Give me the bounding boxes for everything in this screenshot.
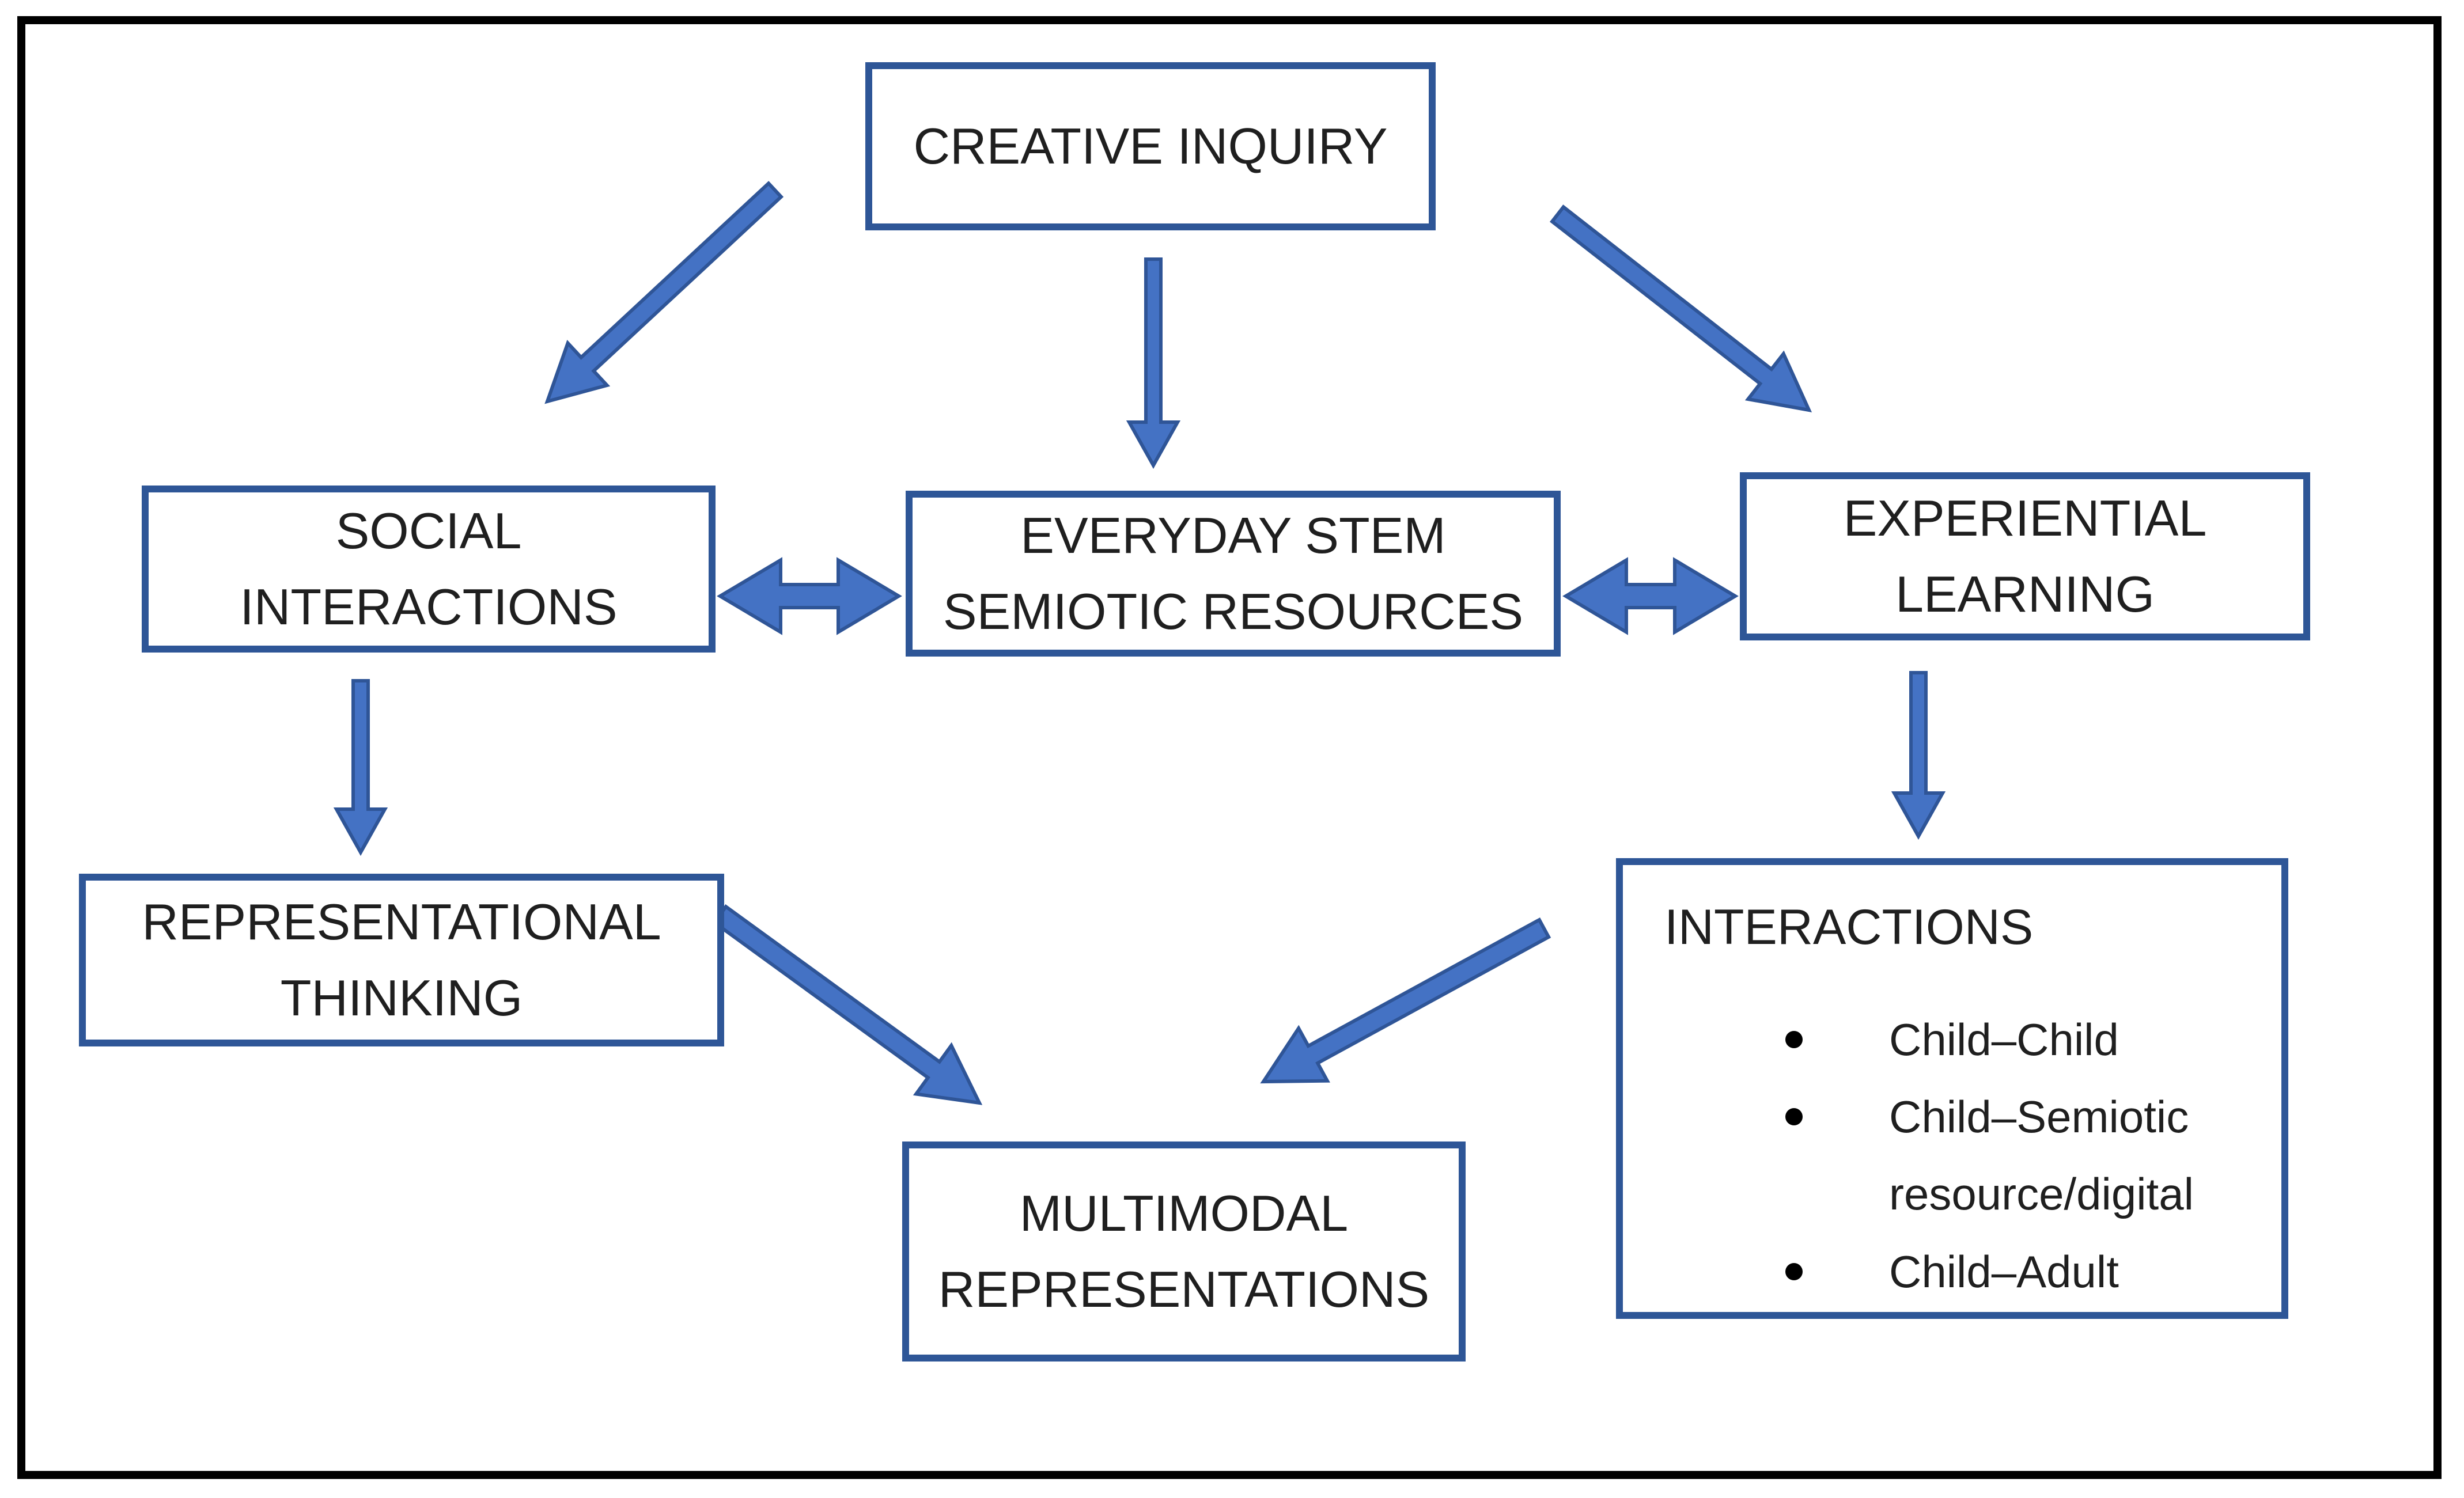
figure-frame: [17, 16, 2442, 1479]
box-multimodal-representations: MULTIMODAL REPRESENTATIONS: [902, 1141, 1466, 1362]
arrow-representational-to-multimodal: [711, 904, 983, 1105]
bullet-icon: [1785, 1108, 1803, 1126]
box-label: SOCIAL INTERACTIONS: [240, 502, 618, 635]
arrow-creative-to-everyday: [1126, 257, 1181, 469]
bullet-icon: [1785, 1262, 1803, 1280]
bullet-icon: [1785, 1031, 1803, 1049]
arrow-interactions-to-multimodal: [1260, 917, 1551, 1084]
box-interactions: INTERACTIONS Child–Child Child–Semiotic …: [1616, 858, 2288, 1319]
box-experiential-learning: EXPERIENTIAL LEARNING: [1740, 472, 2310, 640]
arrow-social-everyday: [717, 557, 902, 635]
box-title: INTERACTIONS: [1664, 900, 2034, 955]
box-label: MULTIMODAL REPRESENTATIONS: [938, 1185, 1430, 1318]
box-creative-inquiry: CREATIVE INQUIRY: [865, 62, 1436, 230]
list-item: Child–Child: [1785, 1001, 2119, 1078]
box-representational-thinking: REPRESENTATIONAL THINKING: [79, 874, 724, 1046]
arrow-creative-to-social: [544, 181, 784, 404]
box-label: EXPERIENTIAL LEARNING: [1843, 490, 2207, 623]
box-social-interactions: SOCIAL INTERACTIONS: [142, 486, 716, 653]
bullet-label: Child–Semiotic resource/digital: [1889, 1091, 2194, 1220]
list-item: Child–Adult: [1785, 1233, 2119, 1310]
arrow-everyday-experiential: [1562, 557, 1739, 635]
arrow-social-to-representational: [333, 679, 388, 856]
box-label: CREATIVE INQUIRY: [913, 117, 1388, 175]
box-everyday-stem-semiotic-resources: EVERYDAY STEM SEMIOTIC RESOURCES: [906, 491, 1561, 657]
arrow-creative-to-experiential: [1549, 204, 1812, 412]
bullet-label: Child–Adult: [1889, 1246, 2119, 1297]
bullet-label: Child–Child: [1889, 1014, 2119, 1065]
list-item: Child–Semiotic resource/digital: [1785, 1078, 2194, 1232]
arrow-experiential-to-interactions: [1891, 671, 1946, 840]
box-label: EVERYDAY STEM SEMIOTIC RESOURCES: [943, 507, 1524, 640]
box-label: REPRESENTATIONAL THINKING: [142, 893, 661, 1026]
